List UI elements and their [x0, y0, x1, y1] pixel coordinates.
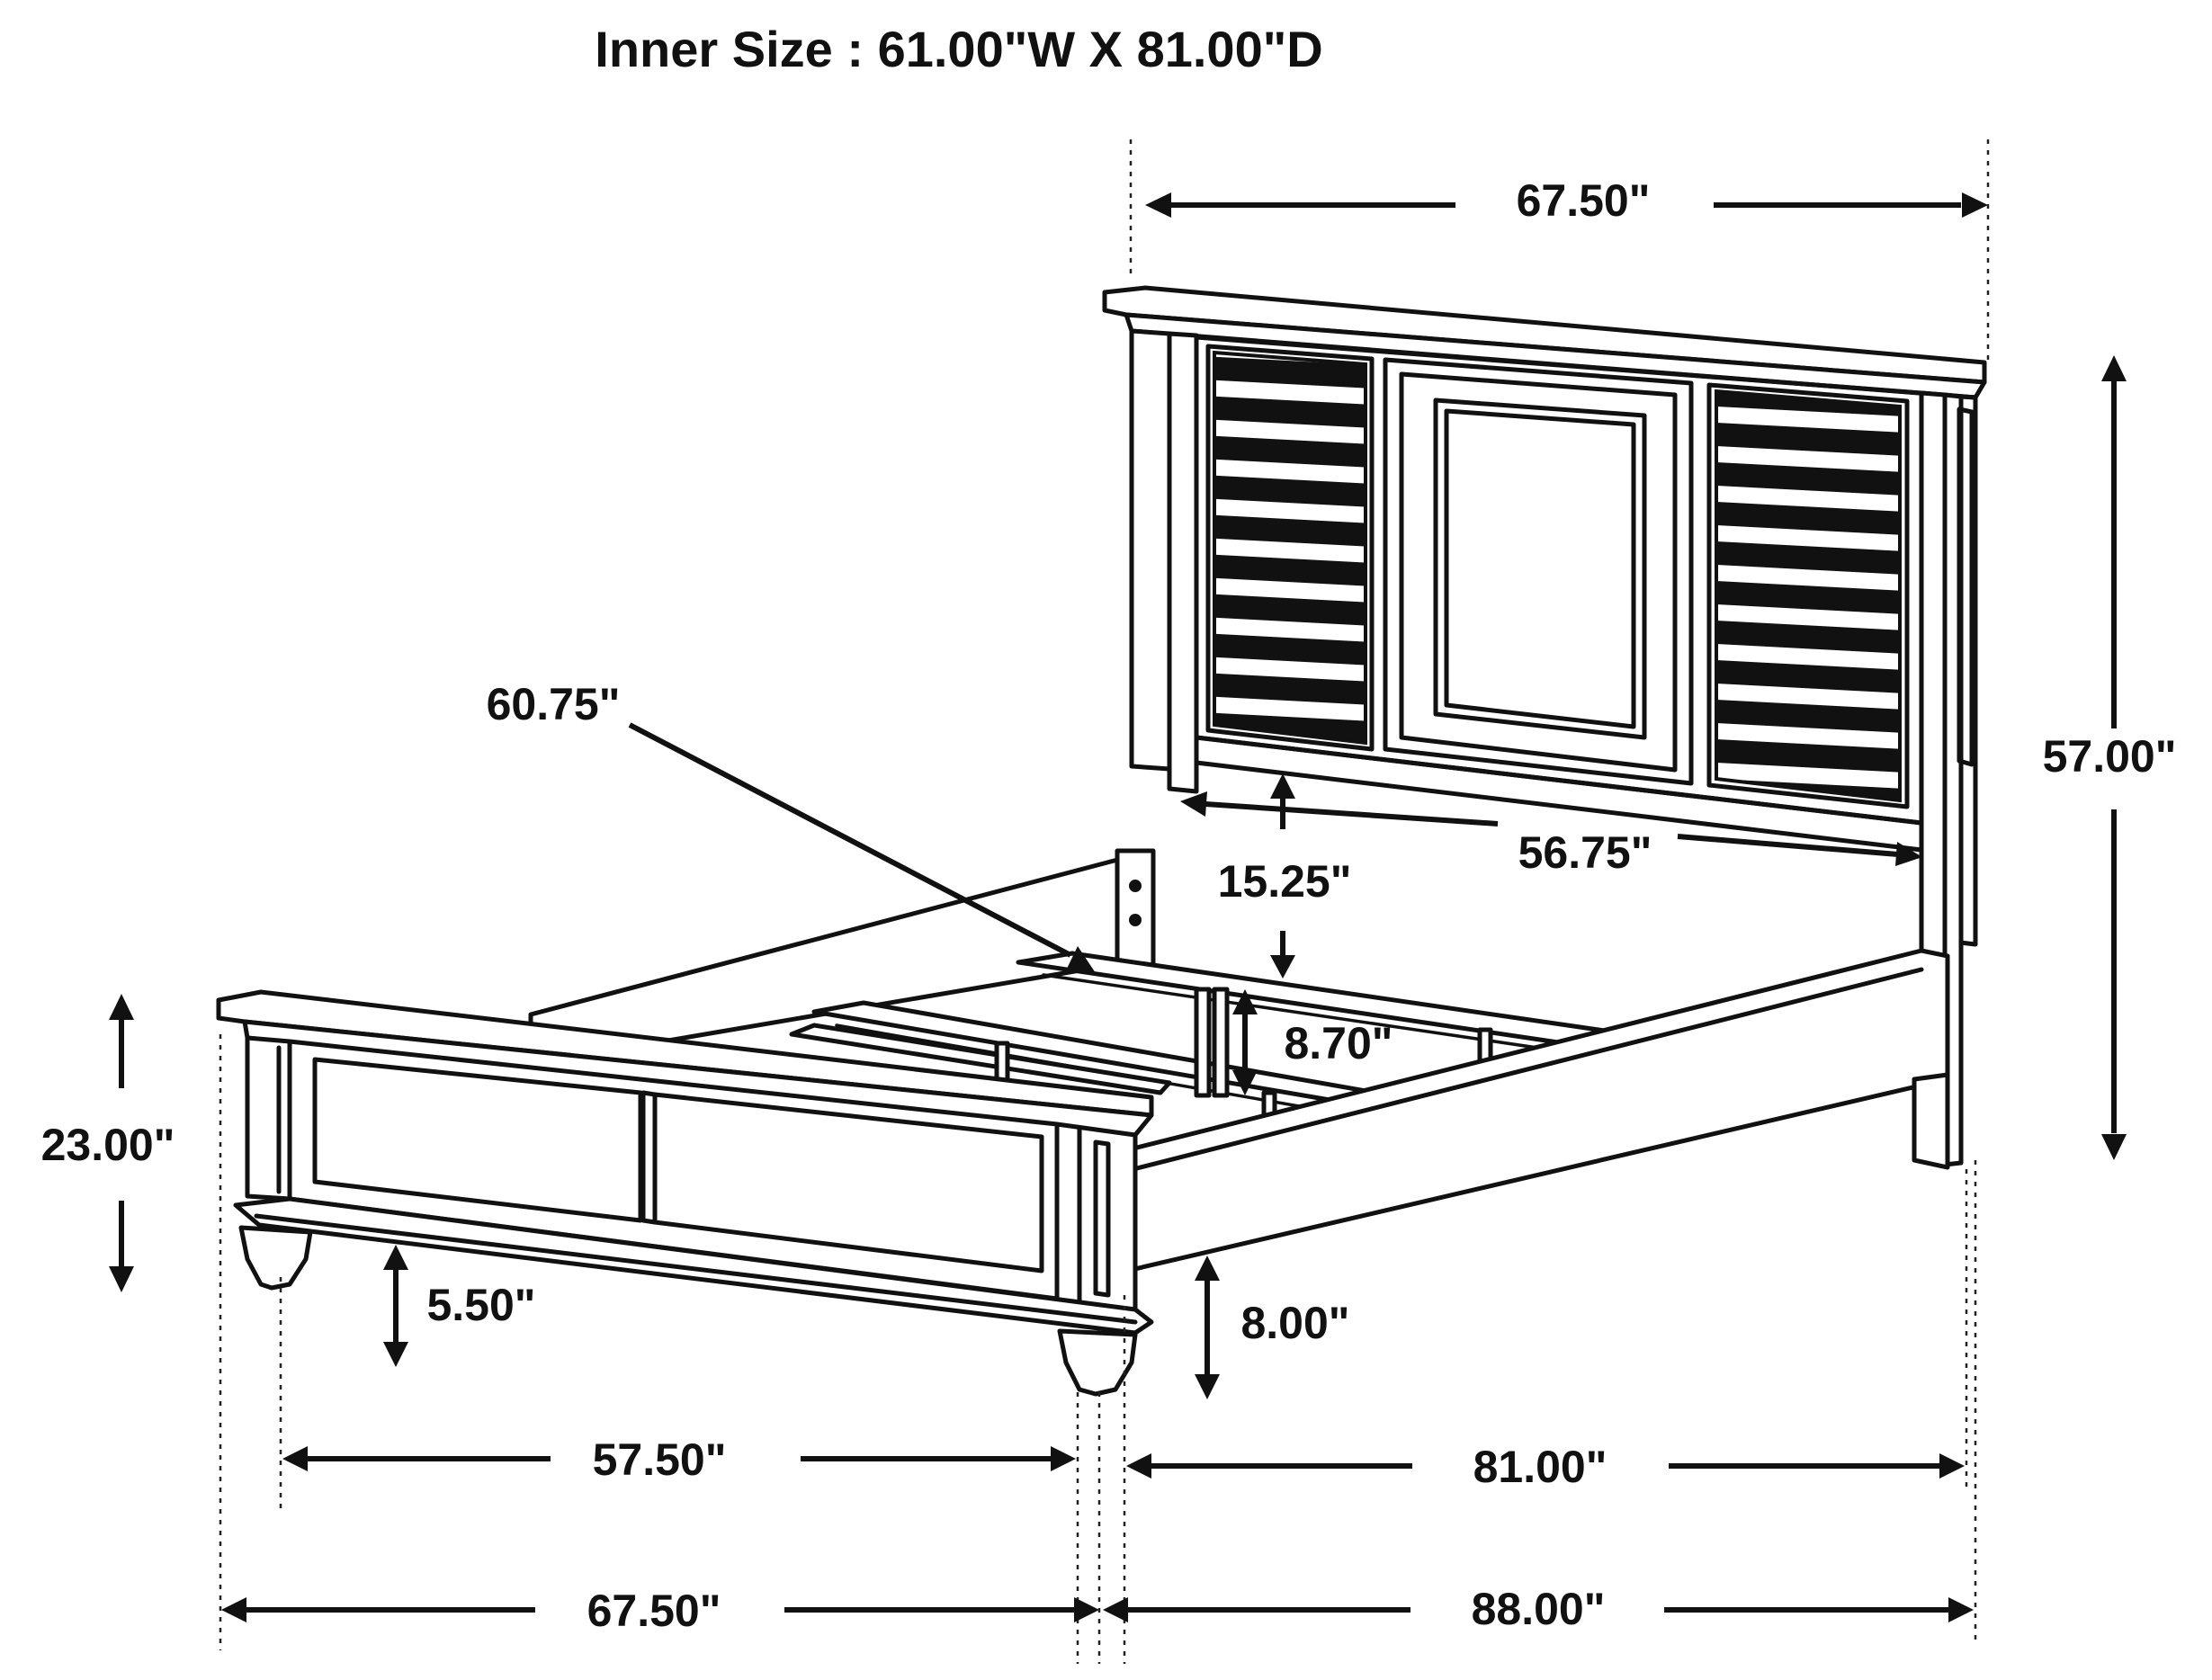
foot-height-label: 5.50": [426, 1280, 535, 1330]
dimension-arrows: [109, 192, 2127, 1622]
inner-headboard-width-label: 56.75": [1518, 827, 1652, 878]
bed-illustration: [216, 285, 1987, 1397]
rail-height-label: 8.70": [1284, 1018, 1393, 1068]
left-louver: [1213, 350, 1367, 746]
footboard-height-label: 23.00": [41, 1120, 175, 1170]
total-height-label: 57.00": [2043, 731, 2177, 782]
diagonal-slat-label: 60.75": [487, 679, 621, 729]
inner-size-title: Inner Size : 61.00"W X 81.00"D: [595, 21, 1322, 77]
total-length-label: 88.00": [1472, 1584, 1606, 1634]
dimension-labels: 67.50" 57.00" 23.00" 60.75" 56.75" 15.25…: [41, 175, 2177, 1636]
inner-length-label: 81.00": [1473, 1442, 1608, 1492]
inner-footboard-width-label: 57.50": [593, 1434, 727, 1485]
rail-clearance-label: 8.00": [1240, 1298, 1349, 1348]
footboard: [216, 989, 1154, 1397]
right-louver: [1715, 389, 1902, 803]
footboard-width-label: 67.50": [587, 1586, 721, 1636]
guide-lines: [219, 139, 1990, 1664]
rail-to-panel-label: 15.25": [1218, 856, 1352, 907]
headboard-width-label: 67.50": [1517, 175, 1651, 226]
